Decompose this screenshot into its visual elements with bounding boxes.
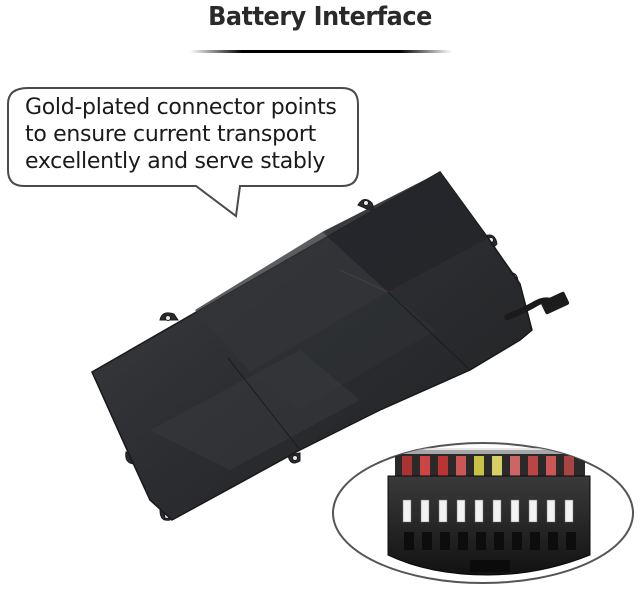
- callout-line: to ensure current transport: [25, 122, 316, 147]
- connector-closeup-inset: [332, 442, 634, 584]
- page-title: Battery Interface: [208, 2, 432, 32]
- battery-pack: [91, 171, 570, 521]
- callout-bubble: [7, 87, 359, 218]
- callout-text: Gold-plated connector points to ensure c…: [25, 94, 355, 175]
- callout-line: excellently and serve stably: [25, 149, 326, 174]
- callout-line: Gold-plated connector points: [25, 95, 337, 120]
- title-underline: [190, 50, 452, 53]
